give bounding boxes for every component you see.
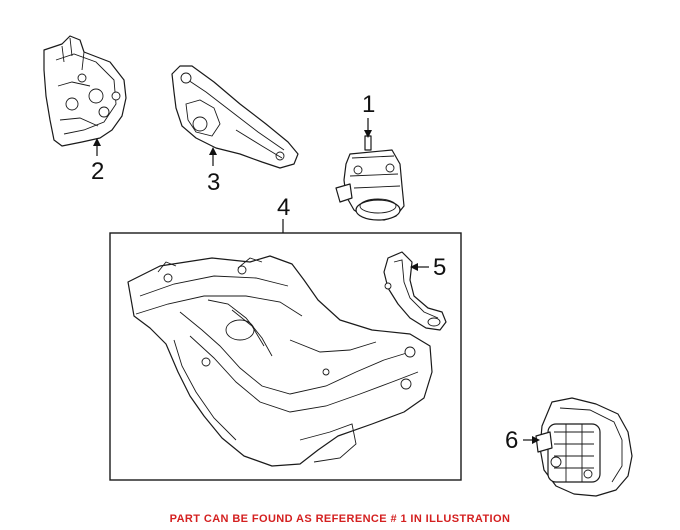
- arrowhead-1: [364, 130, 372, 138]
- callout-1[interactable]: 1: [362, 91, 376, 118]
- callout-5[interactable]: 5: [433, 254, 447, 281]
- heat-shield-icon[interactable]: [383, 251, 447, 331]
- callout-3[interactable]: 3: [207, 169, 221, 196]
- transmission-mount-icon[interactable]: [535, 397, 633, 497]
- mount-bracket-icon[interactable]: [43, 35, 127, 147]
- engine-mount-icon[interactable]: [335, 135, 405, 221]
- bracket-arm-icon[interactable]: [171, 65, 299, 169]
- arrowhead-5: [410, 263, 418, 271]
- footer-note: PART CAN BE FOUND AS REFERENCE # 1 IN IL…: [169, 513, 511, 525]
- arrowhead-3: [209, 147, 217, 155]
- subframe-crossmember-icon[interactable]: [127, 255, 433, 467]
- callout-4[interactable]: 4: [277, 194, 291, 221]
- arrowhead-2: [93, 138, 101, 146]
- reference-frame-4: [109, 232, 462, 481]
- arrowhead-6: [532, 436, 540, 444]
- callout-6[interactable]: 6: [505, 427, 519, 454]
- callout-2[interactable]: 2: [91, 158, 105, 185]
